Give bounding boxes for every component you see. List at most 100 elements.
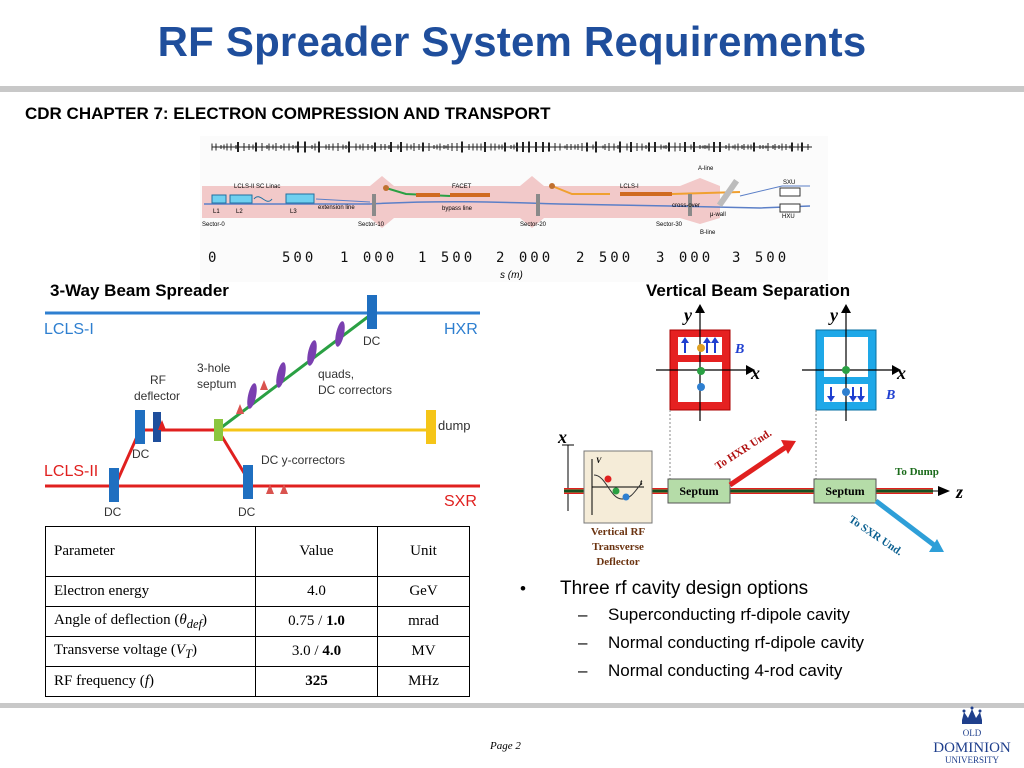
separation-heading: Vertical Beam Separation (646, 281, 851, 300)
slide-title: RF Spreader System Requirements (157, 18, 867, 65)
axis-tick-3500: 3 500 (732, 250, 789, 266)
to-sxr-label: To SXR Und. (846, 514, 905, 559)
mu-wall-label: μ-wall (710, 212, 726, 218)
title-divider (0, 86, 1024, 92)
dc-label-hxr: DC (363, 334, 381, 348)
bullet-mark: • (520, 579, 526, 598)
sxu-label: SXU (783, 180, 795, 186)
l2-label: L2 (236, 209, 243, 215)
sector-0-label: Sector-0 (202, 222, 225, 228)
x-axis-label: x (896, 363, 906, 383)
parameter-table: Parameter Value Unit Electron energy 4.0… (45, 526, 470, 697)
mu-wall (716, 178, 740, 208)
dc-magnet-sxr (243, 465, 253, 499)
quad-magnet (276, 362, 286, 388)
bypass-line-label: bypass line (442, 206, 473, 212)
axis-tick-2500: 2 500 (576, 250, 633, 266)
value-cell: 3.0 / 4.0 (255, 636, 378, 667)
deflector-label: Vertical RF (591, 526, 646, 538)
table-row: RF frequency (f) 325 MHz (45, 666, 470, 697)
beam-spot (697, 383, 705, 391)
beam-separation-diagram: y x B y x B x z V t Verti (557, 304, 963, 568)
header-parameter: Parameter (45, 526, 256, 577)
logo-university: UNIVERSITY (945, 755, 999, 765)
beam-spot (842, 366, 850, 374)
sector-10-label: Sector-10 (358, 222, 385, 228)
axis-tick-3000: 3 000 (656, 250, 713, 266)
chapter-subtitle: CDR CHAPTER 7: ELECTRON COMPRESSION AND … (25, 104, 551, 123)
facet-label: FACET (452, 184, 472, 190)
beam-spot (697, 367, 705, 375)
lcls1-segment (620, 192, 672, 196)
dc-magnet-hxr (367, 295, 377, 329)
param-cell: Transverse voltage (VT) (45, 636, 256, 667)
septum-box-1 (667, 478, 731, 504)
to-hxr-label: To HXR Und. (713, 427, 774, 472)
sxu-box (779, 187, 801, 197)
axis-tick-0: 0 (208, 250, 219, 266)
logo-old: OLD (963, 728, 982, 738)
sub-bullet-text: Normal conducting 4-rod cavity (608, 661, 843, 680)
x-axis-label: x (750, 363, 760, 383)
unit-cell: GeV (377, 576, 470, 607)
y-axis-label: y (682, 305, 693, 325)
value-cell: 4.0 (255, 576, 378, 607)
unit-cell: mrad (377, 606, 470, 637)
lcls1-label: LCLS-I (44, 321, 94, 338)
hxr-septum-section (656, 304, 755, 421)
sxr-septum-section (802, 304, 901, 421)
beam-dump (426, 410, 436, 444)
unit-cell: MV (377, 636, 470, 667)
dash-mark: – (578, 661, 588, 680)
sub-bullet-item: – Normal conducting rf-dipole cavity (578, 633, 864, 653)
table-header-row: Parameter Value Unit (45, 526, 470, 577)
linac-l3 (285, 193, 315, 204)
axis-tick-2000: 2 000 (496, 250, 553, 266)
septum-label-1: Septum (679, 484, 718, 498)
dc-label-lcls2: DC (104, 505, 122, 519)
axis-tick-500: 500 (282, 250, 316, 266)
dc-magnet-lcls2 (109, 468, 119, 502)
beamline-ruler (211, 141, 812, 153)
b-field-label: B (734, 342, 744, 357)
rf-deflector-kick (158, 420, 166, 430)
quads-label: quads, (318, 367, 354, 381)
sub-bullet-item: – Superconducting rf-dipole cavity (578, 605, 864, 625)
three-hole-septum (214, 419, 223, 441)
linac-label: LCLS-II SC Linac (234, 184, 280, 190)
hxu-box (779, 203, 801, 213)
layout-marker (383, 185, 389, 191)
table-row: Electron energy 4.0 GeV (45, 576, 470, 607)
l3-label: L3 (290, 209, 297, 215)
hxr-label: HXR (444, 321, 478, 338)
cross-over-label: cross-over (672, 203, 700, 209)
a-line-label: A-line (698, 166, 714, 172)
lcls1-label: LCLS-I (620, 184, 639, 190)
axis-tick-1500: 1 500 (418, 250, 475, 266)
dc-corrector (260, 380, 268, 390)
rf-deflector (153, 412, 161, 442)
extension-line-label: extension line (318, 205, 355, 211)
linac-l2 (229, 194, 253, 204)
value-cell: 0.75 / 1.0 (255, 606, 378, 637)
axis-tick-1000: 1 000 (340, 250, 397, 266)
dc-label-deflector: DC (132, 447, 150, 461)
x-axis-label-side: x (557, 427, 567, 447)
dc-y-corrector (266, 484, 274, 494)
header-unit: Unit (377, 526, 470, 577)
dc-label-sxr: DC (238, 505, 256, 519)
dash-mark: – (578, 605, 588, 624)
v-label: V (596, 456, 602, 465)
value-cell: 325 (255, 666, 378, 697)
quad-magnet (247, 383, 257, 409)
param-cell: Electron energy (45, 576, 256, 607)
lcls2-label: LCLS-II (44, 463, 98, 480)
spreader-heading: 3-Way Beam Spreader (50, 281, 229, 300)
dash-mark: – (578, 633, 588, 652)
beam-spot (842, 388, 850, 396)
dc-corrector (236, 404, 244, 414)
l1-label: L1 (213, 209, 220, 215)
y-axis-label: y (828, 305, 839, 325)
rf-deflector-label: deflector (134, 389, 180, 403)
table-row: Transverse voltage (VT) 3.0 / 4.0 MV (45, 636, 470, 667)
